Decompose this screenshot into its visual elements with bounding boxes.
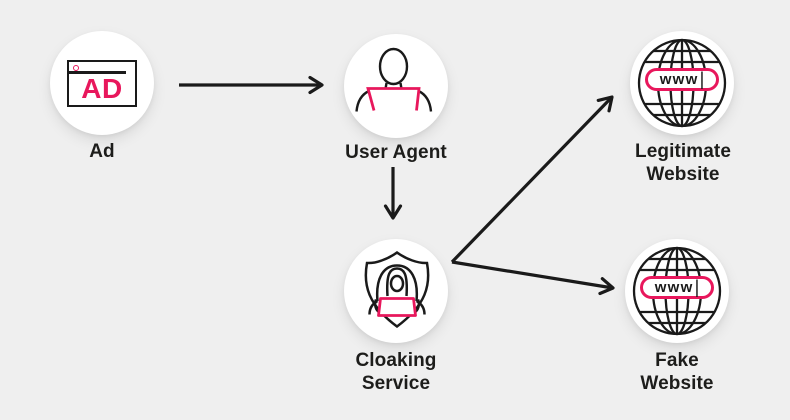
legitimate-website-node-circle: www| (630, 31, 734, 135)
text-cursor: | (694, 276, 700, 297)
hooded-figure-shield-icon (364, 250, 430, 329)
fake-website-node-circle: www| (625, 239, 729, 343)
browser-titlebar (69, 71, 126, 74)
edge-cloaking-service-to-legitimate-website (450, 95, 614, 264)
ad-node-circle: AD (50, 31, 154, 135)
browser-dot-icon (73, 64, 79, 71)
cloaking-service-node-circle (344, 239, 448, 343)
user-agent-node-circle (344, 34, 448, 138)
www-text: www (654, 279, 694, 296)
user-agent-label: User Agent (345, 142, 447, 163)
www-text: www (659, 71, 699, 88)
edge-cloaking-service-to-fake-website (451, 260, 615, 296)
www-address-pill: www| (645, 68, 719, 91)
text-cursor: | (699, 68, 705, 89)
ad-browser-icon: AD (67, 60, 137, 107)
www-address-pill: www| (640, 276, 714, 299)
person-at-laptop-icon (355, 47, 433, 112)
ad-badge-text: AD (81, 73, 123, 104)
ad-label: Ad (89, 141, 115, 162)
